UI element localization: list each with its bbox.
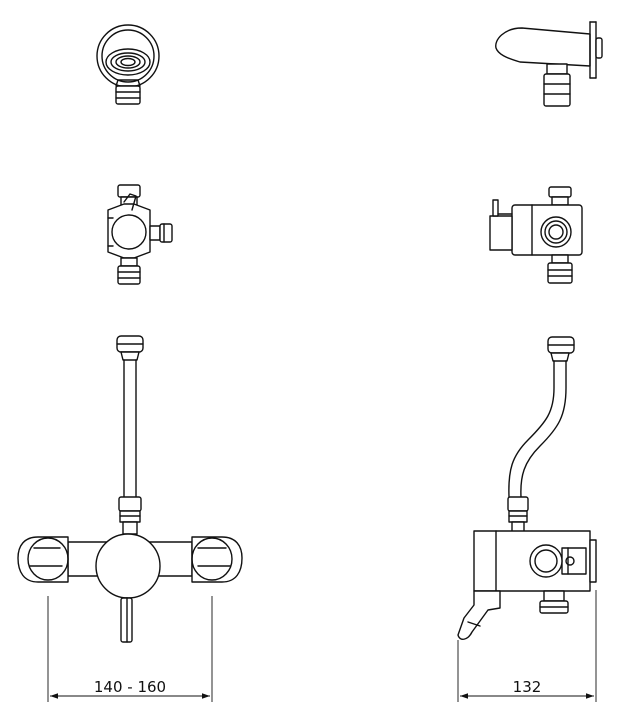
dimension-label-front: 140 - 160: [94, 678, 166, 696]
side-elevation: [457, 336, 597, 640]
valve-top-view-right: [489, 186, 583, 284]
shower-head-bottom-view: [96, 24, 160, 105]
dimension-side: 132: [457, 590, 597, 702]
shower-head-side-view: [495, 21, 603, 107]
valve-top-view-left: [107, 184, 173, 285]
front-elevation: [17, 335, 243, 643]
dimension-label-side: 132: [513, 678, 542, 696]
dimension-front: 140 - 160: [47, 596, 213, 702]
